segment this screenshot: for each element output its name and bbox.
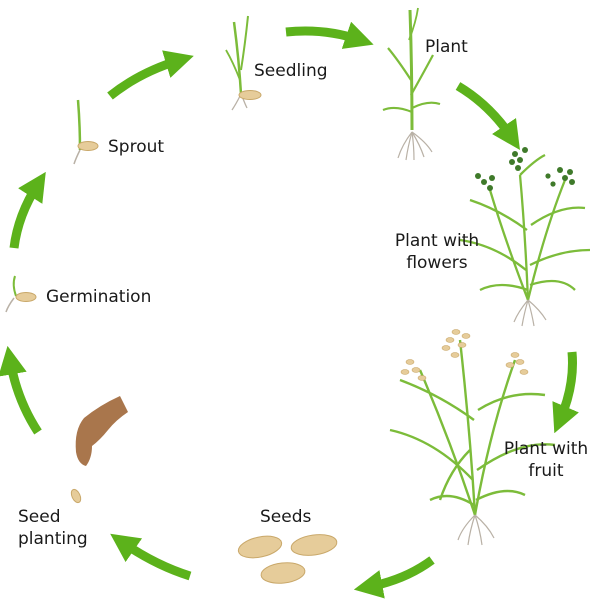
label-seed-planting-line2: planting xyxy=(18,529,88,549)
label-seed-planting: Seed planting xyxy=(18,506,88,550)
falling-seed-icon xyxy=(70,488,82,504)
label-plant: Plant xyxy=(425,37,468,57)
fruiting-roots-icon xyxy=(457,514,495,546)
sprout-shoot-icon xyxy=(76,99,82,151)
arrow-fruit-to-seeds-icon xyxy=(353,556,435,599)
seedling-illustration xyxy=(225,15,262,111)
label-seedling: Seedling xyxy=(254,61,328,81)
grain-panicles-icon xyxy=(400,329,529,381)
arrow-sprout-to-seedling-icon xyxy=(107,50,194,100)
arrow-plant-to-flowers-icon xyxy=(455,82,520,150)
label-seed-planting-line1: Seed xyxy=(18,507,61,527)
arrow-seedling-to-plant-icon xyxy=(285,21,374,49)
germination-illustration xyxy=(5,275,37,313)
flower-clusters-icon xyxy=(475,147,575,191)
label-plant-with-flowers: Plant with flowers xyxy=(385,230,489,274)
arrow-germination-to-sprout-icon xyxy=(9,171,46,249)
label-plant-with-fruit-line2: fruit xyxy=(528,461,564,481)
label-sprout: Sprout xyxy=(108,137,165,157)
arrow-seeds-to-planting-icon xyxy=(110,533,192,581)
sprout-root-icon xyxy=(73,149,81,165)
arrow-planting-to-germination-icon xyxy=(0,345,42,435)
label-plant-with-fruit-line1: Plant with xyxy=(503,439,589,459)
hand-icon xyxy=(75,396,128,466)
label-plant-with-flowers-line2: flowers xyxy=(406,253,468,273)
germination-seed-icon xyxy=(15,292,37,302)
sprout-seed-icon xyxy=(77,141,99,151)
germination-root-icon xyxy=(5,297,15,313)
fruiting-plant-illustration xyxy=(389,329,556,546)
plant-roots-icon xyxy=(397,131,433,161)
arrow-flowers-to-fruit-icon xyxy=(552,351,579,434)
seedling-seed-icon xyxy=(238,90,262,100)
flowering-roots-icon xyxy=(513,299,547,327)
seed-icon xyxy=(260,562,306,584)
seeds-illustration xyxy=(237,534,338,584)
cycle-arrows xyxy=(0,21,579,599)
germination-shoot-icon xyxy=(12,275,17,297)
label-plant-with-fruit: Plant with fruit xyxy=(494,438,598,482)
plant-illustration xyxy=(382,7,441,161)
seed-icon xyxy=(237,535,283,559)
label-germination: Germination xyxy=(46,287,152,307)
label-plant-with-flowers-line1: Plant with xyxy=(394,231,480,251)
sprout-illustration xyxy=(73,99,99,165)
seed-icon xyxy=(290,534,338,556)
label-seeds: Seeds xyxy=(260,507,312,527)
seed-planting-illustration xyxy=(70,396,128,504)
flowering-plant-illustration xyxy=(459,147,591,327)
